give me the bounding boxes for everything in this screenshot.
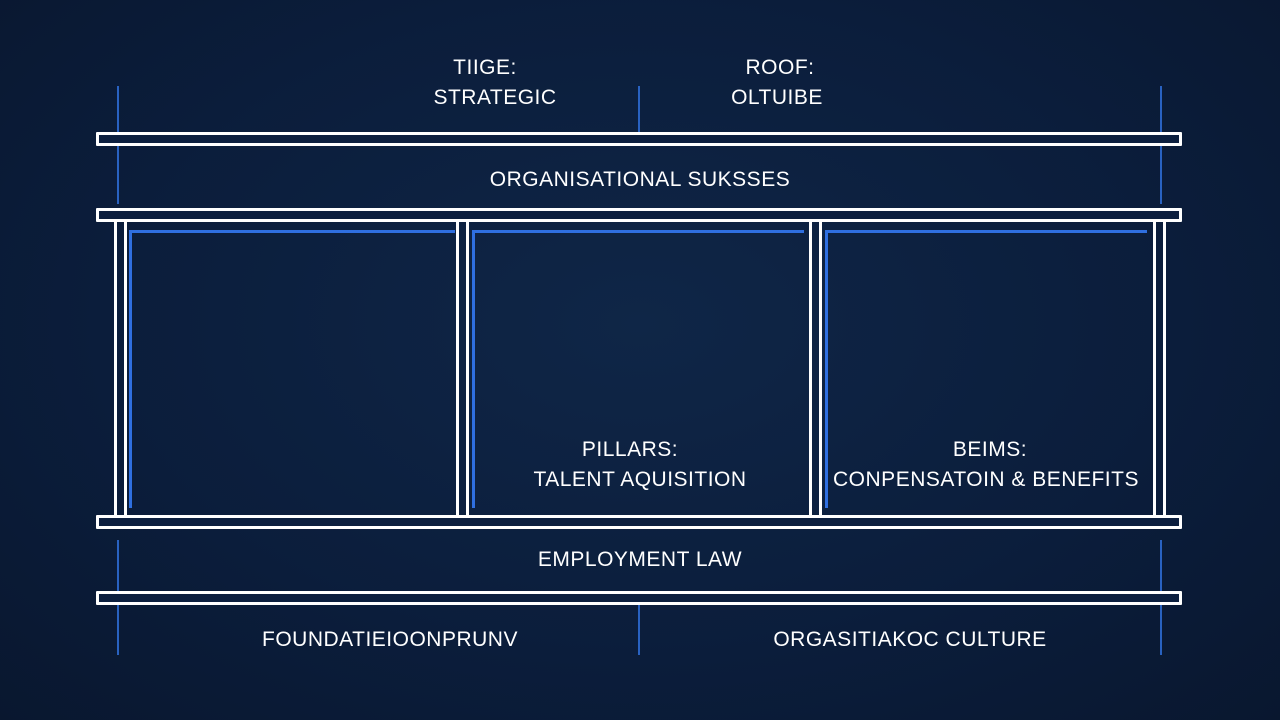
roof-right-heading: ROOF: <box>745 56 815 79</box>
panel-right-top-edge <box>825 230 1147 233</box>
pillar-post-center-left <box>456 222 469 515</box>
pillar-right-heading: BEIMS: <box>952 438 1028 461</box>
pillar-post-left <box>114 222 127 515</box>
pillar-post-center-right <box>809 222 822 515</box>
panel-middle-top-edge <box>472 230 804 233</box>
panel-left-side-edge <box>129 230 132 508</box>
pillar-right-text: CONPENSATOIN & BENEFITS <box>833 468 1139 491</box>
foundation-left-label: FOUNDATIEIOONPRUNV <box>262 628 518 651</box>
employment-law-label: EMPLOYMENT LAW <box>537 548 743 571</box>
base-crossbeam <box>96 515 1182 529</box>
top-crossbeam <box>96 208 1182 222</box>
panel-right-side-edge <box>825 230 828 508</box>
guide-line-center-upper <box>638 86 640 132</box>
pillar-post-right <box>1153 222 1166 515</box>
pillar-middle-heading: PILLARS: <box>581 438 679 461</box>
guide-line-center-lower <box>638 605 640 655</box>
panel-middle-side-edge <box>472 230 475 508</box>
foundation-beam <box>96 591 1182 605</box>
roof-left-text: STRATEGIC <box>433 86 557 109</box>
roof-left-heading: TIIGE: <box>453 56 517 79</box>
roof-right-text: OLTUIBE <box>731 86 823 109</box>
roof-beam <box>96 132 1182 146</box>
pillar-middle-text: TALENT AQUISITION <box>533 468 747 491</box>
foundation-right-label: ORGASITIAKOC CULTURE <box>773 628 1047 651</box>
panel-left-top-edge <box>129 230 455 233</box>
top-banner-label: ORGANISATIONAL SUKSSES <box>489 168 791 191</box>
